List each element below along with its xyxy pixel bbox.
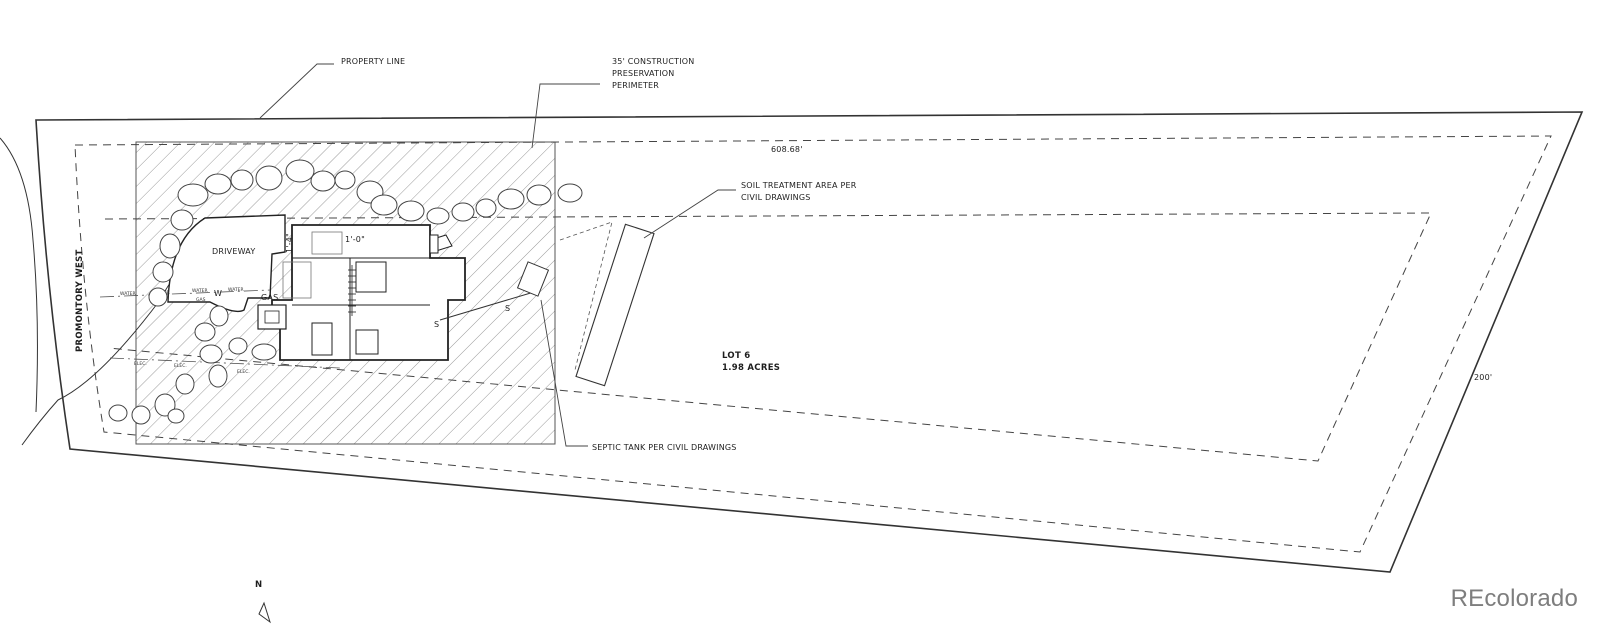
sewer-line [439,291,535,321]
utility-water-label: WATER [120,291,136,297]
dim-label-1-0: 1'-0" [345,235,365,244]
north-arrow: N [255,580,271,624]
north-label: N [255,580,262,590]
soil-treatment-dashed [559,221,613,371]
dimension-label-side: 200' [1474,373,1492,382]
road-label: PROMONTORY WEST [75,249,85,352]
road-edge [0,137,38,413]
utility-elec-label: ELEC. [134,361,147,367]
utility-gas-label: GAS [196,297,206,303]
sewer-label: S [505,304,510,313]
driveway-label: DRIVEWAY [212,247,255,256]
dim-label-1-4: 1'-4" [285,233,294,253]
leader-septic [540,299,588,447]
soil-treatment-label: CIVIL DRAWINGS [741,193,811,202]
leader-soil [643,189,736,239]
perimeter-label: 35' CONSTRUCTION [612,57,694,66]
gas-label: GAS [261,293,278,302]
soil-treatment-area [575,223,655,387]
perimeter-label: PERIMETER [612,81,659,90]
property-line-label: PROPERTY LINE [341,57,405,66]
utility-elec-label: ELEC. [174,363,187,369]
septic-tank [516,261,550,297]
soil-treatment-label: SOIL TREATMENT AREA PER [741,181,857,190]
perimeter-label: PRESERVATION [612,69,674,78]
utility-water-label: WATER [228,287,244,293]
elec-line [109,357,341,369]
property-line [35,111,1584,573]
setback-line-outer [74,135,1552,553]
lot-area-label: 1.98 ACRES [722,363,780,373]
house-footprint [257,224,466,361]
setback-line-inner [104,212,1432,462]
dimension-label-top: 608.68' [771,145,803,154]
leader-perimeter [531,83,600,149]
boulders [108,159,583,425]
utility-elec-label: ELEC. [237,369,250,375]
water-line [99,289,271,298]
leader-property-line [259,63,334,119]
lot-label: LOT 6 [722,351,751,361]
water-w-label: W [214,289,222,298]
sewer-label: S [434,320,439,329]
utility-water-label: WATER [192,288,208,294]
watermark: REcolorado [1450,585,1578,612]
septic-tank-label: SEPTIC TANK PER CIVIL DRAWINGS [592,443,737,452]
